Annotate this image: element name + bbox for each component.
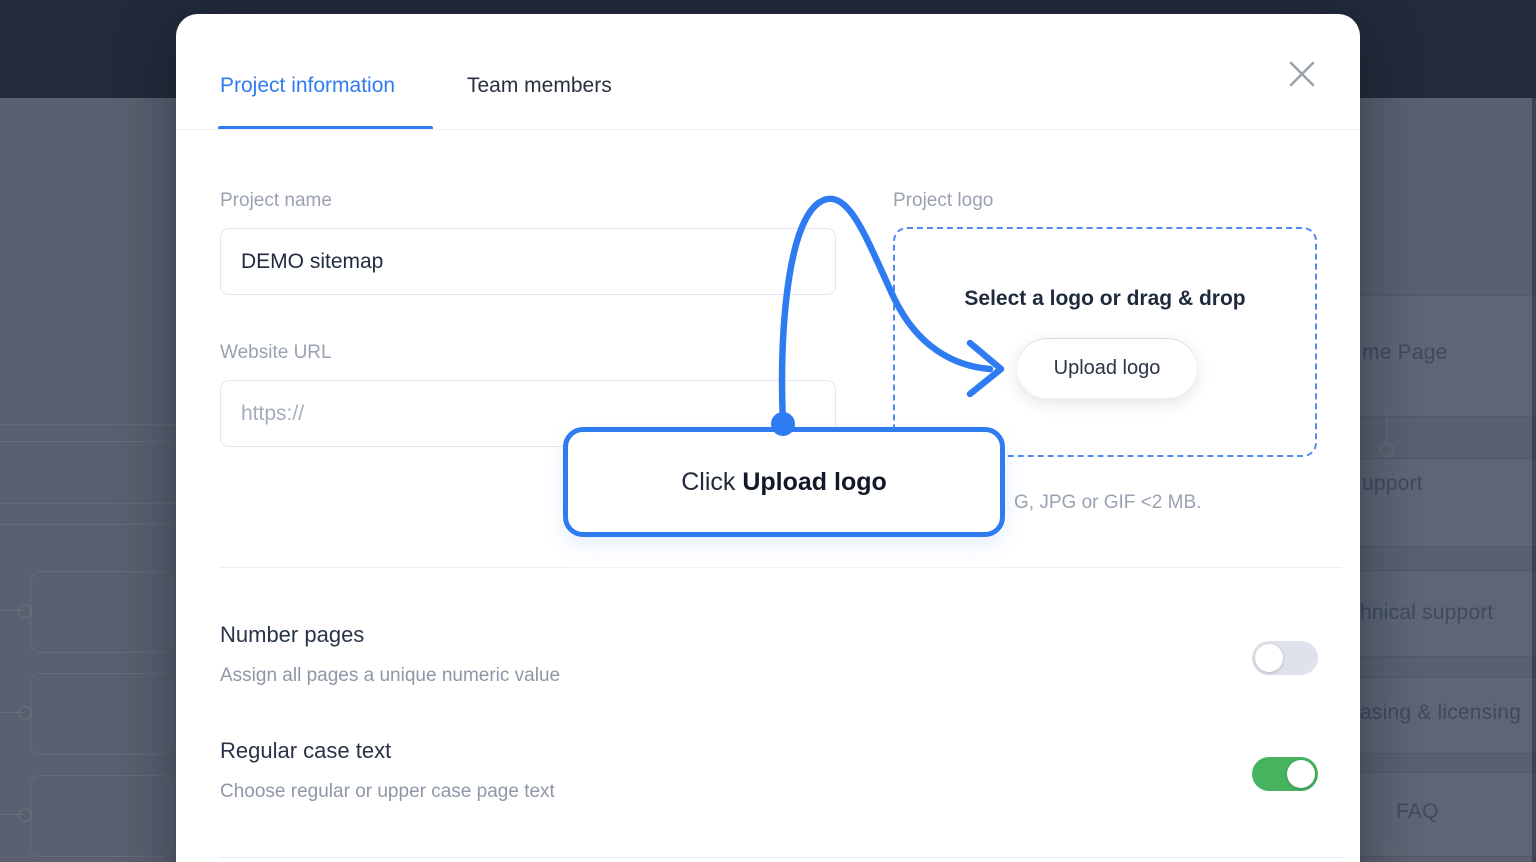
background-page-row (1358, 772, 1536, 857)
background-page-label: FAQ (1396, 800, 1439, 823)
close-icon[interactable] (1284, 56, 1320, 92)
logo-dropzone[interactable]: Select a logo or drag & drop Upload logo (893, 227, 1317, 457)
background-sitemap-card (0, 441, 178, 525)
regular-case-toggle[interactable] (1252, 757, 1318, 791)
background-connector (0, 610, 24, 611)
background-connector-node (1380, 443, 1394, 457)
tooltip-text: Click (681, 467, 736, 496)
background-page-label: me Page (1362, 341, 1448, 364)
background-page-label: hnical support (1360, 601, 1494, 624)
project-name-input[interactable] (220, 228, 836, 295)
upload-logo-button[interactable]: Upload logo (1017, 338, 1197, 398)
background-sitemap-card (30, 673, 172, 755)
background-panel-edge (1532, 98, 1536, 862)
background-connector (0, 814, 24, 815)
project-logo-label: Project logo (893, 190, 994, 211)
setting-number-pages-description: Assign all pages a unique numeric value (220, 665, 561, 686)
tab-team-members[interactable]: Team members (467, 74, 612, 97)
toggle-knob (1255, 644, 1283, 672)
background-connector-node (18, 706, 32, 720)
section-divider (219, 567, 1342, 568)
file-type-hint: G, JPG or GIF <2 MB. (1014, 492, 1202, 513)
background-page-label: upport (1362, 472, 1423, 495)
website-url-label: Website URL (220, 342, 332, 363)
tab-project-information[interactable]: Project information (220, 74, 396, 97)
background-page-row (1358, 570, 1536, 657)
background-connector (1386, 415, 1387, 443)
active-tab-underline (218, 126, 433, 130)
number-pages-toggle[interactable] (1252, 641, 1318, 675)
background-sitemap-card (30, 571, 172, 653)
header-divider (176, 129, 1360, 130)
background-connector-node (18, 604, 32, 618)
background-page-label: asing & licensing (1360, 701, 1521, 724)
setting-number-pages-title: Number pages (220, 622, 365, 647)
background-page-row (1358, 458, 1536, 547)
section-divider (219, 857, 1342, 858)
background-sitemap-card (30, 775, 172, 857)
setting-regular-case-description: Choose regular or upper case page text (220, 781, 555, 802)
background-page-row (1358, 677, 1536, 754)
dropzone-text: Select a logo or drag & drop (964, 287, 1246, 310)
background-page-row (1358, 295, 1536, 417)
project-name-label: Project name (220, 190, 332, 211)
toggle-knob (1287, 760, 1315, 788)
background-divider (0, 424, 176, 425)
website-url-input[interactable] (220, 380, 836, 447)
background-divider (0, 503, 176, 504)
background-connector (0, 712, 24, 713)
background-connector-node (18, 808, 32, 822)
setting-regular-case-title: Regular case text (220, 738, 392, 763)
tutorial-tooltip: Click Upload logo (563, 427, 1005, 537)
tooltip-bold-text: Upload logo (742, 467, 887, 496)
